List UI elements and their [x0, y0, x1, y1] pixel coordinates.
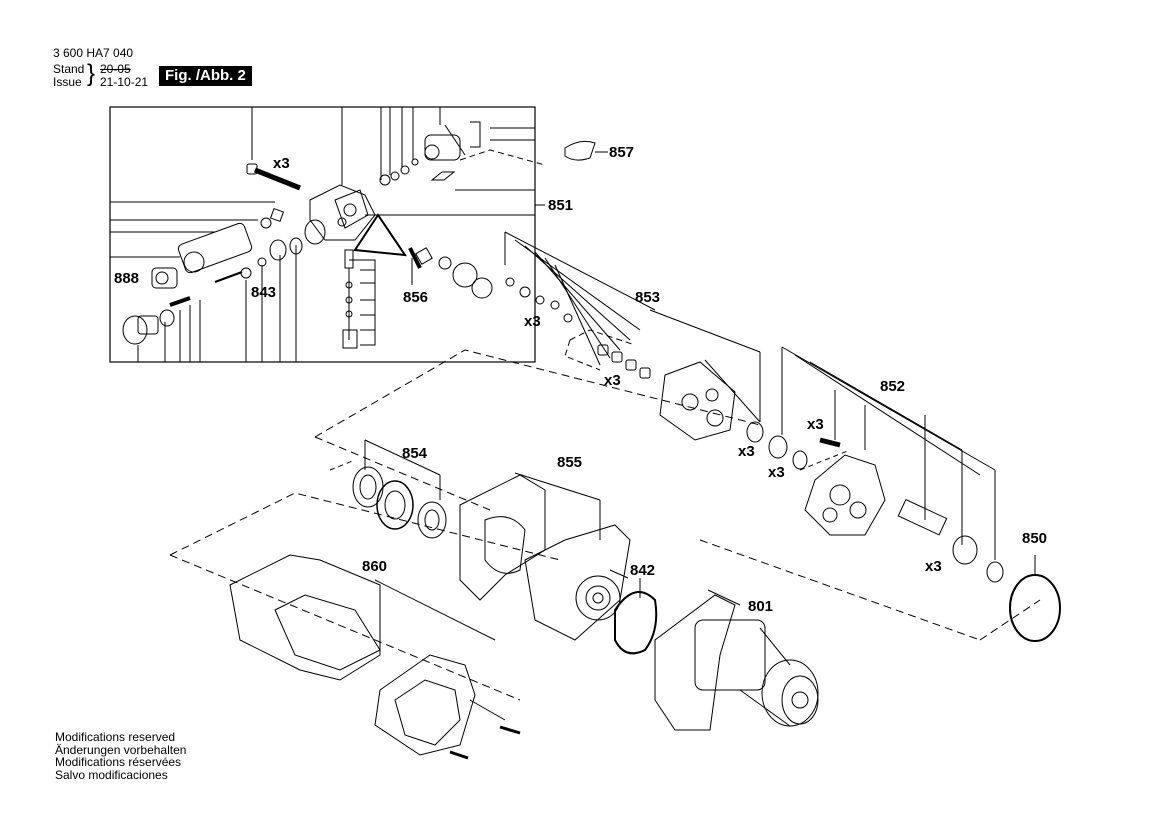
notice-line-de: Änderungen vorbehalten [55, 742, 187, 757]
old-date: 20-05 [100, 62, 131, 76]
part-842-seal [614, 578, 658, 655]
stand-label: Stand [53, 62, 85, 76]
modifications-notice: Modifications reserved Änderungen vorbeh… [55, 731, 186, 781]
part-860-housing [229, 554, 521, 760]
callout-857: 857 [609, 144, 634, 161]
stand-issue-labels: Stand Issue [53, 63, 84, 89]
quantity-marker: x3 [273, 155, 290, 172]
part-854-bearing-set [329, 439, 447, 539]
callout-851: 851 [548, 197, 573, 214]
callout-852: 852 [880, 378, 905, 395]
pump-head-parts [122, 121, 546, 349]
brace-icon: } [87, 60, 96, 87]
figure-label: Fig. /Abb. 2 [159, 66, 252, 86]
part-801-motor [654, 589, 819, 731]
notice-line-es: Salvo modificaciones [55, 767, 168, 782]
new-date: 21-10-21 [100, 75, 149, 89]
part-852-cylinder-head [781, 346, 1004, 583]
part-855-housing [459, 472, 631, 641]
quantity-marker: x3 [738, 443, 755, 460]
issue-label: Issue [53, 75, 82, 89]
callout-854: 854 [402, 445, 428, 462]
callout-843: 843 [251, 284, 276, 301]
quantity-marker: x3 [807, 416, 824, 433]
part-number: 3 600 HA7 040 [53, 46, 134, 60]
quantity-marker: x3 [768, 464, 785, 481]
part-850-o-ring [1009, 555, 1061, 642]
quantity-marker: x3 [524, 313, 541, 330]
issue-dates: 20-05 21-10-21 [100, 63, 148, 89]
callout-860: 860 [362, 558, 387, 575]
part-853-valve-plate [504, 231, 808, 470]
quantity-marker: x3 [925, 558, 942, 575]
sub-assembly-frame [109, 106, 545, 363]
callout-850: 850 [1022, 530, 1047, 547]
quantity-marker: x3 [604, 372, 621, 389]
notice-line-fr: Modifications réservées [55, 755, 182, 769]
callout-801: 801 [748, 598, 773, 615]
assembly-dashed-envelope [169, 349, 1041, 701]
callout-853: 853 [635, 289, 660, 306]
part-856-assembly [408, 247, 493, 299]
callout-856: 856 [403, 289, 428, 306]
part-857-cap [564, 140, 608, 161]
callout-888: 888 [114, 270, 139, 287]
callout-855: 855 [557, 454, 582, 471]
notice-line-en: Modifications reserved [55, 730, 176, 744]
callout-842: 842 [630, 562, 655, 579]
